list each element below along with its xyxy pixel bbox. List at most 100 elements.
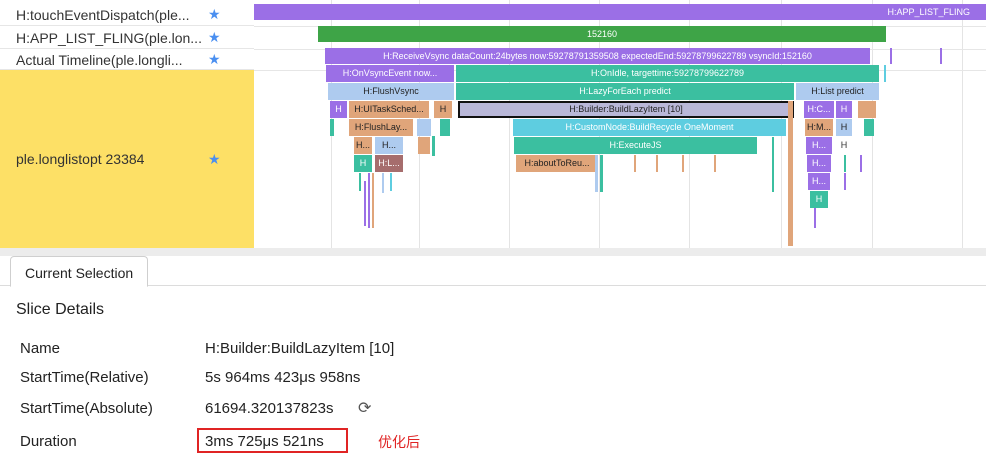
slice-h[interactable]: H (330, 101, 347, 118)
timeline-canvas[interactable]: H:APP_LIST_FLING 152160 H:ReceiveVsync d… (254, 0, 986, 248)
slice-label: H:OnVsyncEvent now... (342, 68, 438, 78)
tick-mark (368, 173, 370, 228)
detail-label-start-absolute: StartTime(Absolute) (20, 400, 153, 417)
slice-label: H:List predict (811, 86, 864, 96)
slice-marker (418, 137, 430, 154)
tick-mark (844, 173, 846, 190)
tick-mark (372, 173, 374, 228)
slice-details-title: Slice Details (16, 301, 105, 318)
lane-label-text: Actual Timeline(ple.longli... (16, 51, 183, 68)
slice-label: H:LazyForEach predict (579, 86, 671, 96)
slice-hm[interactable]: H:M... (805, 119, 833, 136)
slice-h-dots[interactable]: H... (807, 155, 831, 172)
slice-h-dots[interactable]: H... (375, 137, 403, 154)
duration-highlight-box (197, 428, 348, 453)
star-icon[interactable]: ★ (208, 6, 221, 22)
tick-mark (772, 137, 774, 192)
slice-label: H:FlushVsync (363, 86, 419, 96)
slice-marker (940, 48, 942, 64)
tick-mark (656, 155, 658, 172)
lane-labels: H:touchEventDispatch(ple... ★ H:APP_LIST… (0, 0, 254, 248)
tick-mark (364, 181, 366, 226)
slice-ui-task-sched[interactable]: H:UITaskSched... (349, 101, 429, 118)
lane-app-list-fling[interactable]: H:APP_LIST_FLING(ple.lon... ★ (0, 27, 254, 49)
slice-execute-js[interactable]: H:ExecuteJS (514, 137, 757, 154)
slice-on-idle[interactable]: H:OnIdle, targettime:59278799622789 (456, 65, 879, 82)
slice-marker (884, 65, 886, 82)
slice-label: 152160 (586, 29, 618, 39)
slice-lazy-for-each[interactable]: H:LazyForEach predict (456, 83, 794, 100)
gridline (509, 0, 510, 248)
slice-h-dots[interactable]: H... (808, 173, 830, 190)
slice-h[interactable]: H (836, 137, 852, 154)
slice-label: H (840, 122, 848, 132)
lane-label-text: H:APP_LIST_FLING(ple.lon... (16, 29, 202, 46)
slice-label: H:ReceiveVsync dataCount:24bytes now:592… (383, 51, 812, 61)
slice-hc[interactable]: H:C... (804, 101, 834, 118)
slice-on-vsync-event[interactable]: H:OnVsyncEvent now... (326, 65, 454, 82)
detail-label-name: Name (20, 340, 61, 357)
slice-label: H (439, 104, 447, 114)
slice-about-to-reu[interactable]: H:aboutToReu... (516, 155, 598, 172)
slice-h[interactable]: H (836, 101, 852, 118)
slice-h[interactable]: H (434, 101, 452, 118)
slice-label: H:APP_LIST_FLING (887, 7, 970, 17)
lane-touch-event-dispatch[interactable]: H:touchEventDispatch(ple... ★ (0, 4, 254, 26)
slice-marker (330, 119, 334, 136)
tick-mark (634, 155, 636, 172)
tick-mark (432, 136, 435, 156)
slice-label: H (815, 194, 823, 204)
optimized-annotation: 优化后 (378, 434, 420, 450)
tick-mark (600, 155, 603, 192)
slice-hl[interactable]: H:L... (375, 155, 403, 172)
slice-custom-node[interactable]: H:CustomNode:BuildRecycle OneMoment (513, 119, 786, 136)
tick-mark (860, 155, 862, 172)
slice-marker (858, 101, 876, 118)
slice-flush-vsync[interactable]: H:FlushVsync (328, 83, 454, 100)
slice-h-dots[interactable]: H... (806, 137, 832, 154)
slice-h[interactable]: H (810, 191, 828, 208)
slice-flush-lay[interactable]: H:FlushLay... (349, 119, 413, 136)
slice-label: H:C... (807, 104, 831, 114)
slice-label: H... (355, 140, 370, 150)
slice-label: H:CustomNode:BuildRecycle OneMoment (565, 122, 734, 132)
slice-label: H... (811, 140, 826, 150)
star-icon[interactable]: ★ (208, 51, 221, 67)
tick-mark (390, 173, 392, 191)
slice-label: H... (381, 140, 396, 150)
detail-label-start-relative: StartTime(Relative) (20, 369, 149, 386)
detail-label-duration: Duration (20, 433, 77, 450)
slice-label: H:OnIdle, targettime:59278799622789 (590, 68, 745, 78)
slice-app-list-fling[interactable]: H:APP_LIST_FLING (254, 4, 986, 20)
slice-label: H... (811, 176, 826, 186)
refresh-icon[interactable]: ⟳ (358, 400, 372, 417)
slice-label: H:FlushLay... (354, 122, 408, 132)
slice-h-dots[interactable]: H... (354, 137, 372, 154)
star-icon[interactable]: ★ (208, 29, 221, 45)
gridline (962, 0, 963, 248)
slice-label: H:Builder:BuildLazyItem [10] (569, 104, 683, 114)
lane-process-thread[interactable]: ple.longlistopt 23384 ★ (0, 70, 254, 248)
slice-builder-build-lazy-item-selected[interactable]: H:Builder:BuildLazyItem [10] (458, 101, 794, 118)
divider-band (0, 248, 986, 256)
slice-marker (417, 119, 431, 136)
slice-label: H (335, 104, 342, 114)
slice-frame-152160[interactable]: 152160 (318, 26, 886, 42)
tick-mark (382, 173, 384, 193)
slice-receive-vsync[interactable]: H:ReceiveVsync dataCount:24bytes now:592… (325, 48, 870, 64)
star-icon[interactable]: ★ (208, 150, 221, 167)
slice-h[interactable]: H (836, 119, 852, 136)
slice-label: H (840, 104, 848, 114)
slice-list-predict[interactable]: H:List predict (796, 83, 879, 100)
lane-actual-timeline[interactable]: Actual Timeline(ple.longli... ★ (0, 50, 254, 70)
detail-value-start-absolute: 61694.320137823s (205, 400, 334, 417)
slice-h[interactable]: H (354, 155, 372, 172)
slice-label: H (359, 158, 367, 168)
tick-mark (844, 155, 846, 172)
slice-label: H (840, 140, 848, 150)
lane-label-text: H:touchEventDispatch(ple... (16, 6, 190, 23)
detail-value-duration: 3ms 725μs 521ns (205, 433, 324, 450)
tick-mark (788, 101, 793, 246)
slice-marker (864, 119, 874, 136)
tab-current-selection[interactable]: Current Selection (10, 256, 149, 287)
